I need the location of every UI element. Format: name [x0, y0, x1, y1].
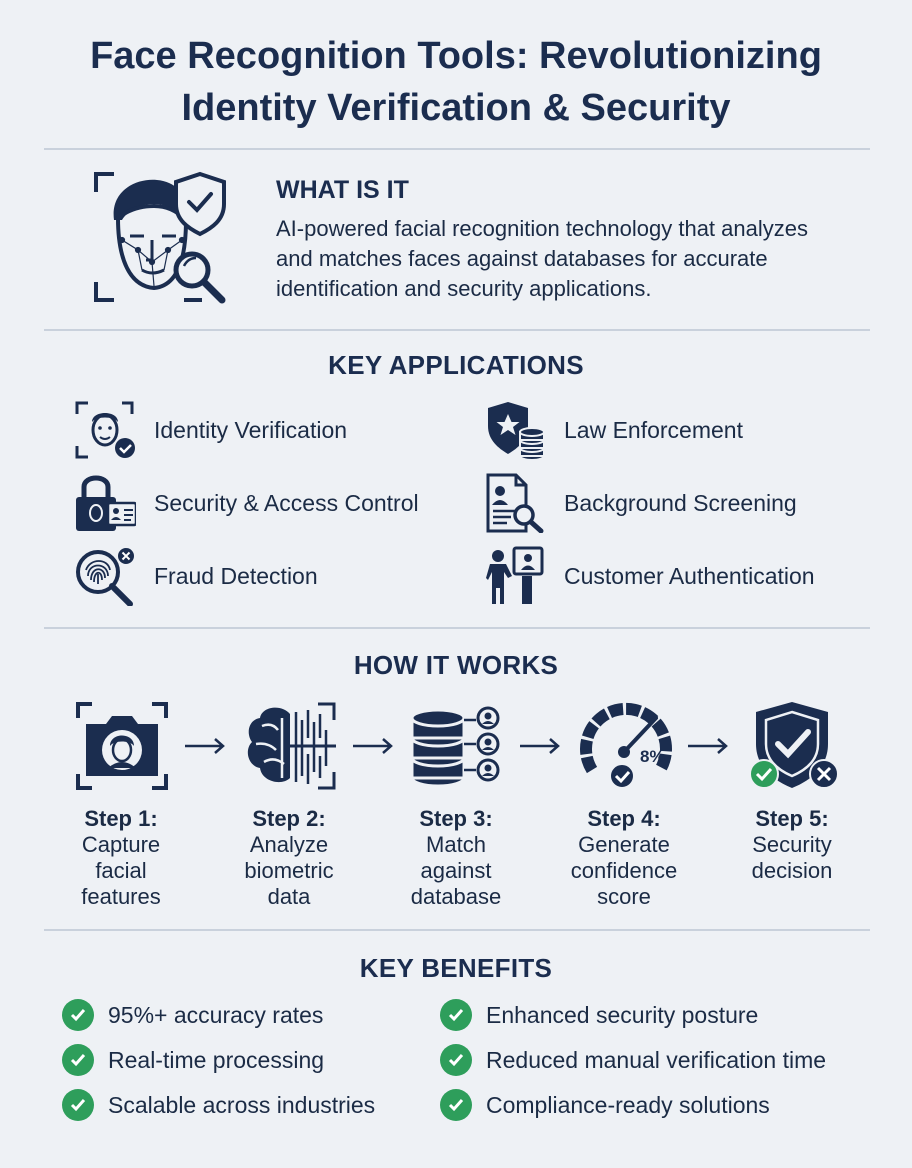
- page-title: Face Recognition Tools: Revolutionizing …: [0, 30, 912, 134]
- step-text-line: Generate: [578, 832, 670, 857]
- step-text-line: facial: [95, 858, 147, 883]
- divider: [44, 148, 870, 150]
- person-kiosk-icon: [486, 546, 544, 604]
- benefit-label: Real-time processing: [108, 1046, 325, 1073]
- what-is-it-description: AI-powered facial recognition technology…: [276, 216, 808, 301]
- brain-circuit-icon: [247, 702, 336, 790]
- check-circle-icon: [62, 1044, 94, 1076]
- check-circle-icon: [62, 1089, 94, 1121]
- divider: [44, 929, 870, 931]
- benefit-label: Compliance-ready solutions: [486, 1091, 770, 1118]
- gauge-value: 8%: [640, 747, 665, 766]
- check-circle-icon: [440, 999, 472, 1031]
- benefit-item: Reduced manual verification time: [440, 1043, 826, 1077]
- camera-face-icon: [76, 702, 168, 790]
- check-circle-icon: [440, 1044, 472, 1076]
- arrow-right-icon: [688, 738, 728, 754]
- step-text-line: against: [420, 858, 492, 883]
- step-text-line: Analyze: [249, 832, 329, 857]
- step-number: Step 4:: [587, 806, 661, 831]
- application-item: Background Screening: [484, 473, 797, 533]
- step-5: Step 5: Security decision: [717, 806, 867, 884]
- document-search-icon: [486, 473, 544, 533]
- how-it-works-heading: HOW IT WORKS: [353, 650, 559, 680]
- benefit-item: Scalable across industries: [62, 1088, 375, 1122]
- arrow-right-icon: [353, 738, 393, 754]
- applications-heading: KEY APPLICATIONS: [328, 350, 584, 380]
- step-text-line: Capture: [81, 832, 161, 857]
- police-badge-database-icon: [488, 402, 545, 460]
- check-circle-icon: [440, 1089, 472, 1121]
- database-faces-icon: [410, 706, 500, 788]
- title-line-1: Face Recognition Tools: Revolutionizing: [90, 35, 822, 77]
- application-label: Law Enforcement: [564, 416, 743, 443]
- face-scan-shield-magnifier-icon: [94, 171, 226, 304]
- step-1: Step 1: Capture facial features: [46, 806, 196, 910]
- check-circle-icon: [62, 999, 94, 1031]
- step-text-line: biometric: [244, 858, 334, 883]
- lock-id-card-icon: [76, 475, 136, 531]
- benefits-heading: KEY BENEFITS: [359, 953, 553, 983]
- step-text-line: features: [81, 884, 161, 909]
- benefit-label: 95%+ accuracy rates: [108, 1001, 324, 1028]
- title-line-2: Identity Verification & Security: [181, 87, 731, 129]
- step-text-line: data: [267, 884, 311, 909]
- application-label: Security & Access Control: [154, 489, 419, 516]
- gauge-icon: 8%: [580, 703, 672, 789]
- application-label: Customer Authentication: [564, 562, 815, 589]
- benefit-item: 95%+ accuracy rates: [62, 998, 323, 1032]
- application-label: Background Screening: [564, 489, 797, 516]
- step-number: Step 2:: [252, 806, 326, 831]
- fingerprint-search-icon: [76, 548, 134, 606]
- application-item: Identity Verification: [74, 400, 347, 460]
- benefit-label: Scalable across industries: [108, 1091, 376, 1118]
- application-item: Security & Access Control: [74, 473, 419, 533]
- step-3: Step 3: Match against database: [381, 806, 531, 910]
- step-number: Step 3:: [419, 806, 493, 831]
- step-text-line: score: [597, 884, 651, 909]
- application-item: Fraud Detection: [74, 546, 318, 606]
- arrow-right-icon: [520, 738, 560, 754]
- step-text-line: Match: [426, 832, 486, 857]
- what-is-it-heading: WHAT IS IT: [276, 176, 409, 204]
- application-item: Law Enforcement: [484, 400, 743, 460]
- step-number: Step 5:: [755, 806, 829, 831]
- benefit-item: Enhanced security posture: [440, 998, 758, 1032]
- divider: [44, 627, 870, 629]
- benefit-label: Reduced manual verification time: [486, 1046, 827, 1073]
- step-text-line: database: [410, 884, 502, 909]
- step-number: Step 1:: [84, 806, 158, 831]
- application-label: Identity Verification: [154, 416, 348, 443]
- face-verified-icon: [75, 401, 135, 459]
- step-2: Step 2: Analyze biometric data: [214, 806, 364, 910]
- application-label: Fraud Detection: [154, 562, 318, 589]
- step-4: Step 4: Generate confidence score: [549, 806, 699, 910]
- divider: [44, 329, 870, 331]
- shield-decision-icon: [749, 702, 839, 789]
- benefit-label: Enhanced security posture: [486, 1001, 759, 1028]
- benefit-item: Real-time processing: [62, 1043, 324, 1077]
- step-text-line: decision: [751, 858, 833, 883]
- step-text-line: Security: [752, 832, 832, 857]
- benefit-item: Compliance-ready solutions: [440, 1088, 770, 1122]
- step-text-line: confidence: [570, 858, 678, 883]
- application-item: Customer Authentication: [484, 546, 815, 606]
- arrow-right-icon: [185, 738, 225, 754]
